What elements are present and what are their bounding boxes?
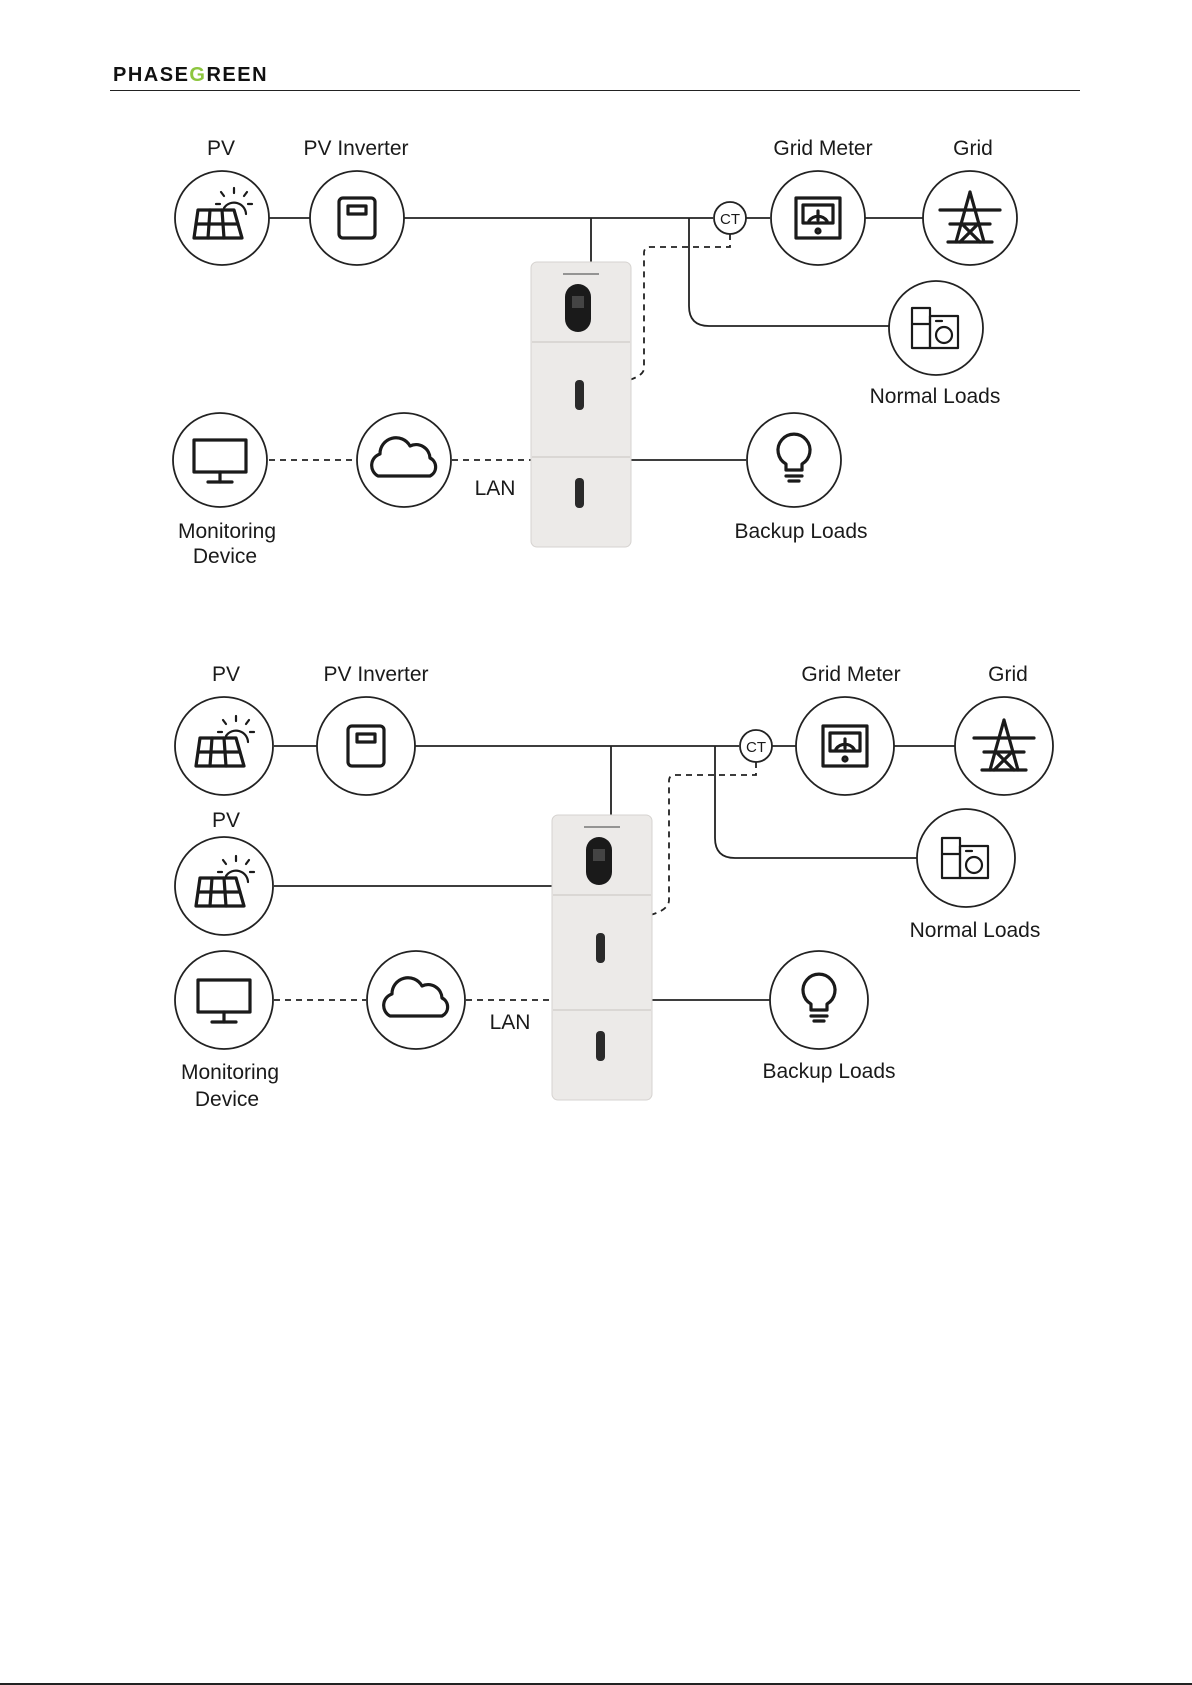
backup-loads-node [747, 413, 841, 507]
label-monitoring-1: Monitoring [178, 520, 276, 543]
label-grid-meter: Grid Meter [801, 663, 900, 686]
wire-ct-signal [650, 762, 756, 915]
cloud-node [367, 951, 465, 1049]
label-monitoring-1: Monitoring [181, 1061, 279, 1084]
monitoring-node [173, 413, 267, 507]
label-normal-loads: Normal Loads [870, 385, 1001, 408]
label-pv: PV [207, 137, 235, 160]
label-grid: Grid [953, 137, 993, 160]
backup-loads-node [770, 951, 868, 1049]
label-normal-loads: Normal Loads [910, 919, 1041, 942]
grid-node [923, 171, 1017, 265]
ct-label: CT [746, 739, 766, 756]
label-lan: LAN [475, 477, 516, 500]
pv-inverter-node [310, 171, 404, 265]
label-monitoring-2: Device [193, 545, 257, 568]
ct-label: CT [720, 211, 740, 228]
grid-node [955, 697, 1053, 795]
battery-system [552, 815, 652, 1100]
diagram-2: CT PV PV Inverter PV Grid Meter Grid Nor… [175, 663, 1053, 1111]
label-pv: PV [212, 663, 240, 686]
label-lan: LAN [490, 1011, 531, 1034]
monitoring-node [175, 951, 273, 1049]
pv-inverter-node [317, 697, 415, 795]
normal-loads-node [889, 281, 983, 375]
label-grid: Grid [988, 663, 1028, 686]
label-pv-inverter: PV Inverter [323, 663, 428, 686]
diagram-1: CT PV PV Inverter Grid Meter Grid Normal… [173, 137, 1017, 568]
label-backup-loads: Backup Loads [734, 520, 867, 543]
label-backup-loads: Backup Loads [762, 1060, 895, 1083]
normal-loads-node [917, 809, 1015, 907]
label-pv-inverter: PV Inverter [303, 137, 408, 160]
battery-system [531, 262, 631, 547]
label-grid-meter: Grid Meter [773, 137, 872, 160]
label-pv-dc: PV [212, 809, 240, 832]
label-monitoring-2: Device [195, 1088, 259, 1111]
wire-ct-signal [626, 234, 730, 381]
